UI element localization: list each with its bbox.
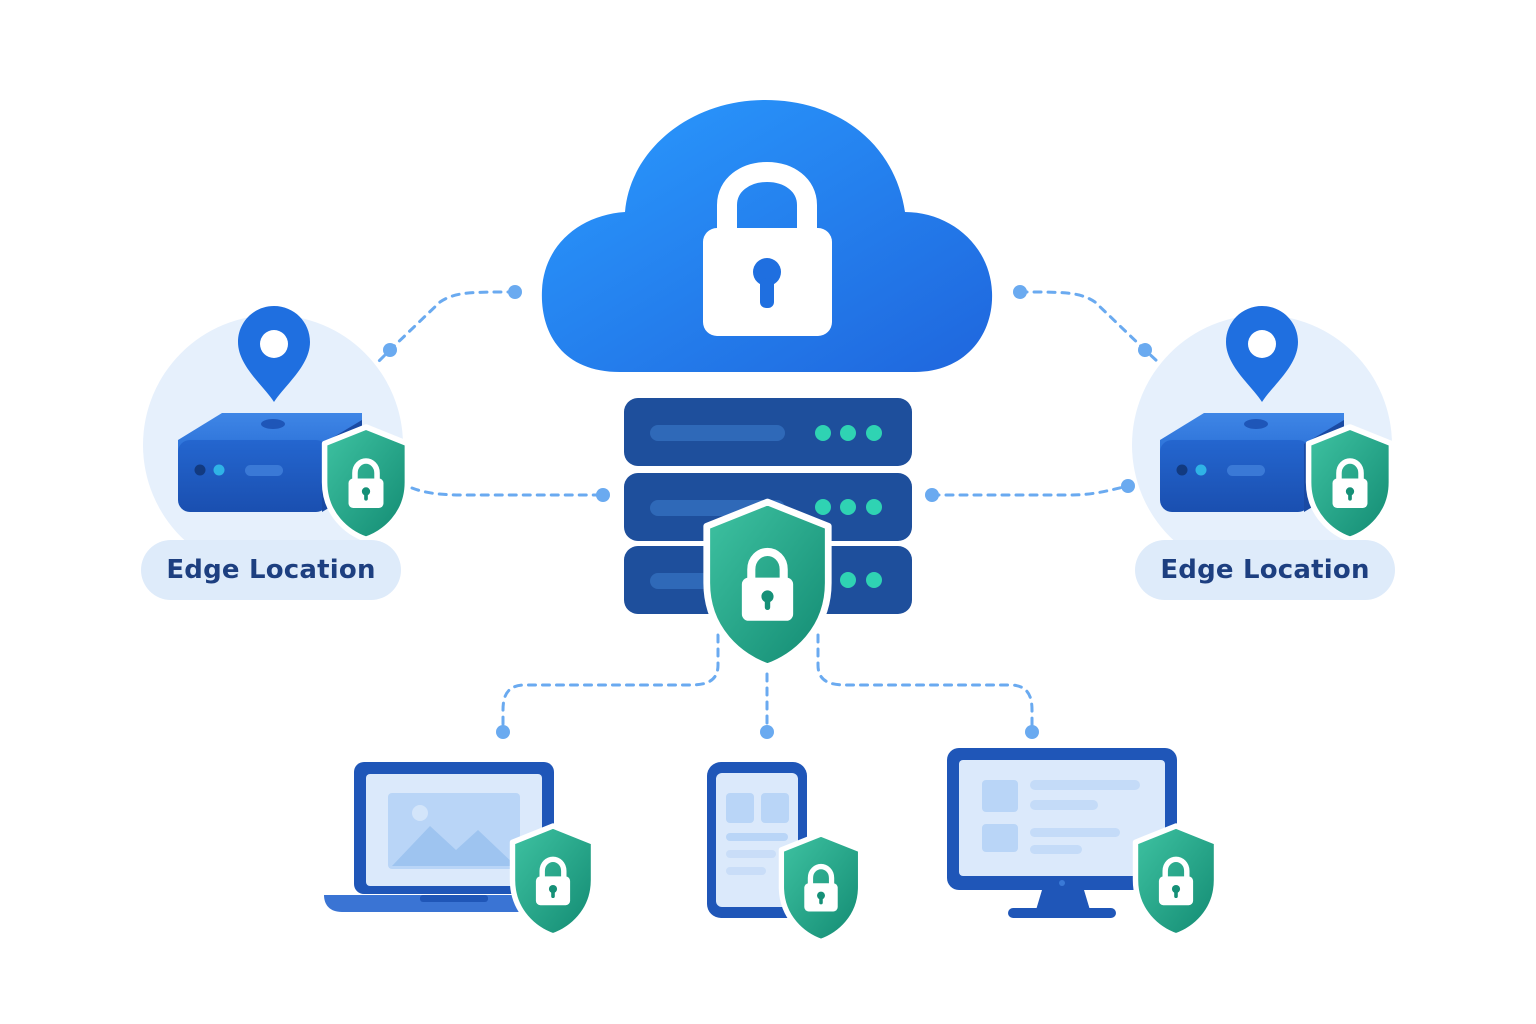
connector-cloud-left-edge: [376, 290, 517, 364]
desktop-monitor-icon: [947, 748, 1177, 918]
connector-cloud-right-edge: [1018, 290, 1160, 364]
connectors: [376, 290, 1160, 734]
edge-location-label-left: Edge Location: [141, 540, 401, 600]
shield-lock-icon: [509, 823, 597, 939]
shield-lock-icon: [778, 831, 864, 944]
shield-lock-icon: [1305, 424, 1395, 543]
edge-location-label-right: Edge Location: [1135, 540, 1395, 600]
connector-server-laptop: [501, 633, 720, 734]
location-pin-icon: [238, 306, 310, 402]
connector-server-desktop: [816, 633, 1034, 734]
shield-lock-icon: [321, 424, 411, 543]
connector-server-right-edge: [930, 484, 1130, 497]
shield-lock-icon: [1132, 823, 1220, 939]
edge-location-left: [143, 306, 411, 575]
shield-lock-icon: [703, 498, 832, 671]
edge-location-right: [1132, 306, 1395, 575]
connector-dots: [383, 285, 1152, 739]
location-pin-icon: [1226, 306, 1298, 402]
connector-server-left-edge: [410, 486, 605, 497]
padlock-icon: [703, 161, 832, 336]
cloud-icon: [541, 100, 993, 372]
server-unit-1: [624, 398, 912, 466]
